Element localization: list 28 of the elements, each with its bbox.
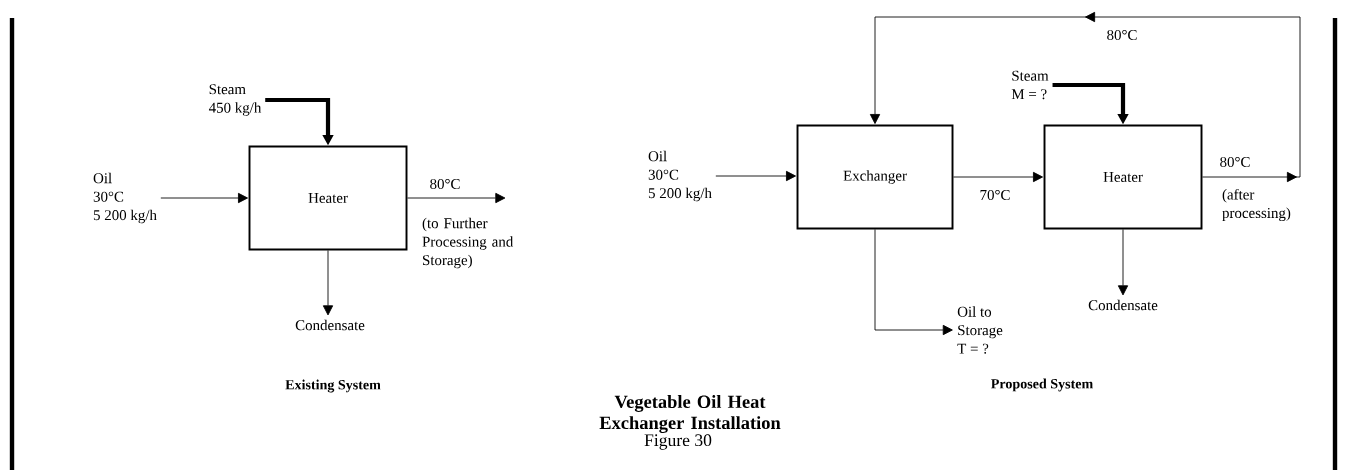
stream-label: (to Further Processing and Storage) bbox=[422, 217, 514, 269]
stream-label: Condensate bbox=[1088, 299, 1158, 311]
stream-label: Steam 450 kg/h bbox=[208, 84, 262, 116]
stream-label: Oil to Storage T = ? bbox=[957, 306, 1003, 354]
arrow bbox=[874, 229, 953, 336]
process-box: Heater bbox=[1043, 124, 1203, 230]
edge-label: 80°C bbox=[1104, 28, 1140, 42]
arrow bbox=[953, 171, 1043, 183]
text-label: Existing System bbox=[285, 379, 381, 393]
stream-label: Oil 30°C 5 200 kg/h bbox=[93, 172, 157, 224]
caption: Figure 30 bbox=[644, 434, 712, 450]
process-box: Exchanger bbox=[796, 124, 954, 230]
stream-label: Condensate bbox=[295, 319, 365, 331]
text-label: Proposed System bbox=[991, 378, 1093, 392]
edge-label: 70°C bbox=[977, 188, 1013, 202]
arrow bbox=[715, 170, 796, 182]
stream-label: Oil 30°C 5 200 kg/h bbox=[648, 150, 712, 202]
arrow bbox=[160, 192, 248, 204]
arrow bbox=[1117, 229, 1129, 296]
text-label: 80°C bbox=[1220, 157, 1250, 168]
title: Vegetable Oil Heat Exchanger Installation bbox=[599, 395, 781, 433]
arrow bbox=[869, 11, 1301, 183]
edge-label: 80°C bbox=[427, 177, 463, 191]
process-box: Heater bbox=[248, 145, 408, 251]
stream-label: Steam M = ? bbox=[1011, 70, 1049, 100]
arrow bbox=[407, 192, 506, 204]
arrow bbox=[322, 250, 334, 316]
text-label: (after processing) bbox=[1222, 188, 1291, 222]
